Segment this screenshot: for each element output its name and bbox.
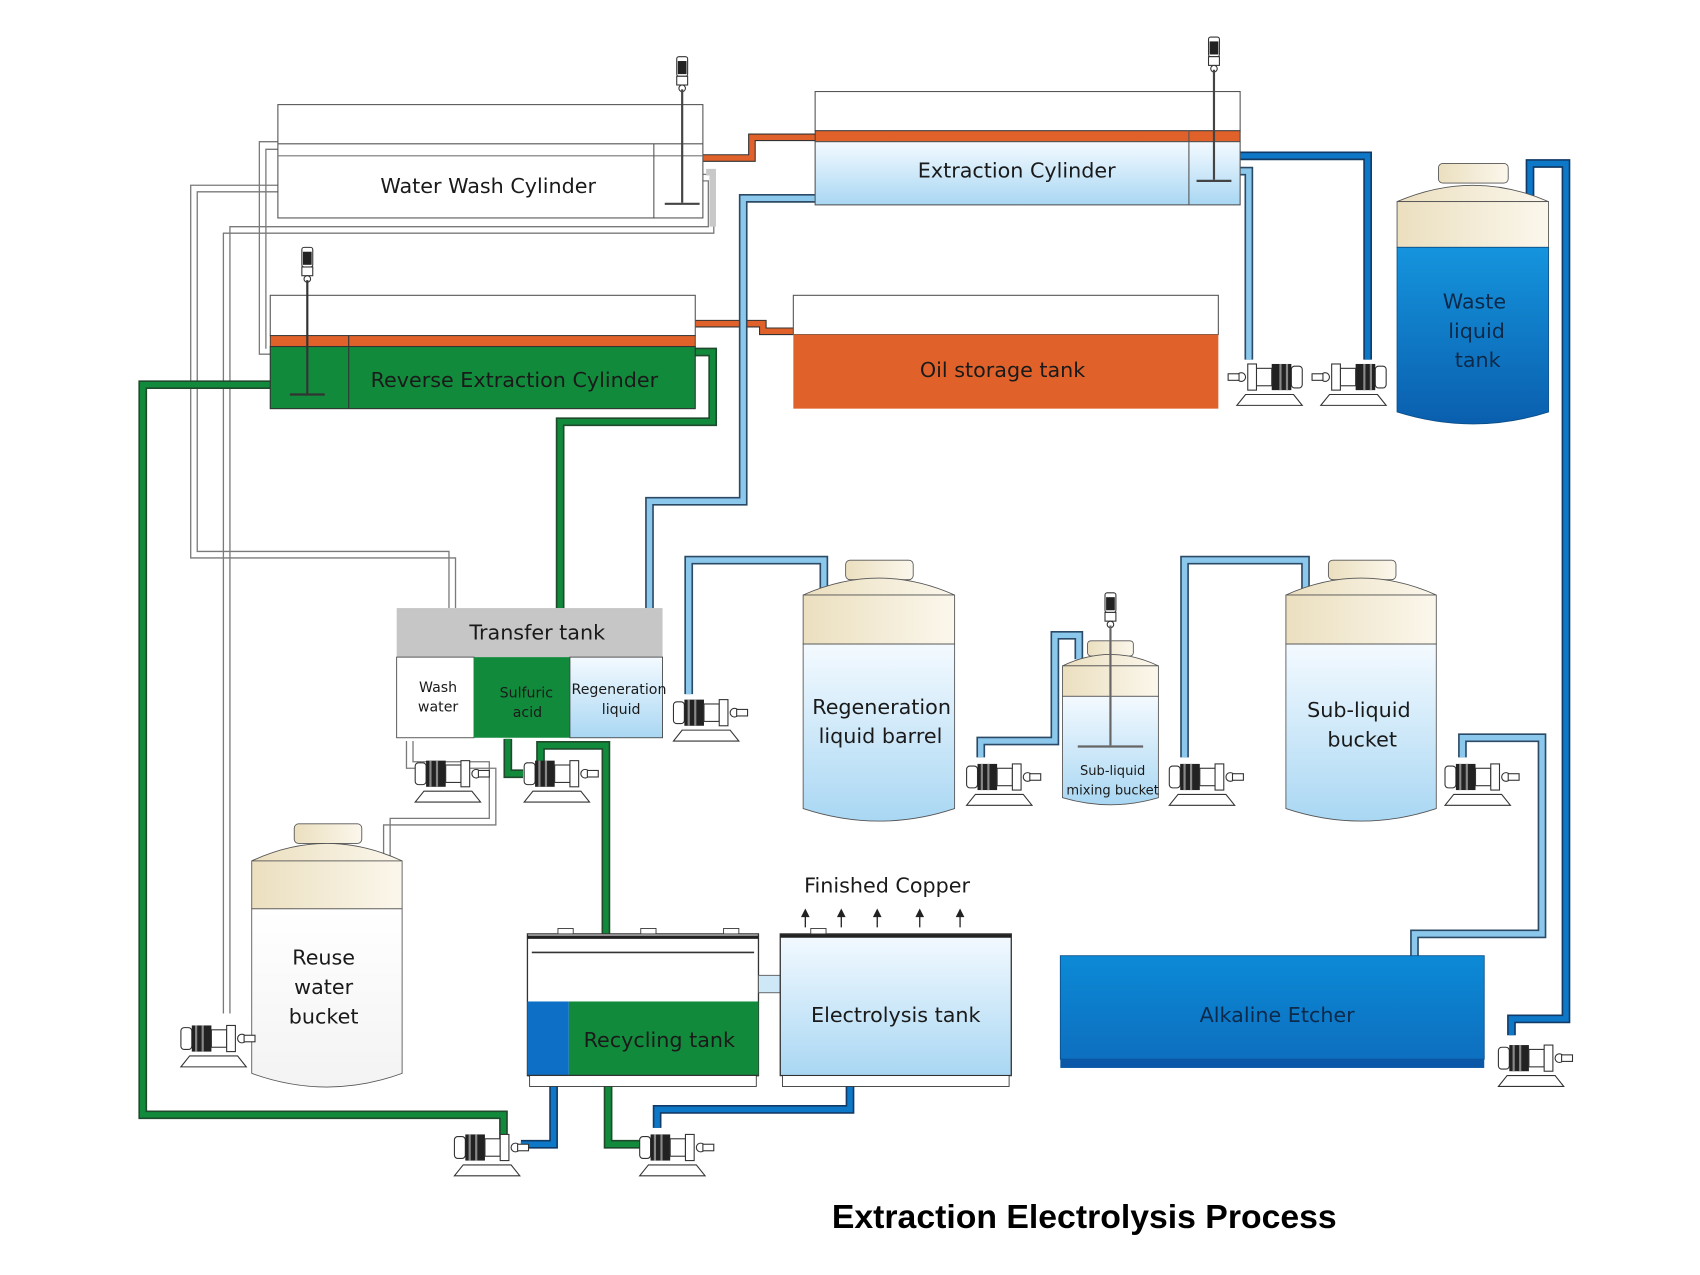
transfer-compartment-wash-water	[396, 656, 475, 739]
water-wash-cylinder[interactable]: Water Wash Cylinder	[277, 56, 704, 219]
wash-water-label-1: Wash	[419, 680, 457, 696]
overflow-connector	[758, 974, 781, 994]
pump-icon	[966, 763, 1042, 806]
agitator-icon	[664, 56, 700, 205]
pump-icon	[1444, 763, 1520, 806]
pipe-wash-overflow	[706, 168, 716, 227]
oil-storage-tank-label: Oil storage tank	[920, 358, 1085, 382]
pump-icon	[672, 699, 749, 742]
pump-icon	[180, 1024, 256, 1068]
regeneration-liquid-label-1: Regeneration	[572, 682, 667, 698]
waste-liquid-tank-label-2: liquid	[1448, 319, 1505, 343]
sulfuric-acid-label-1: Sulfuric	[500, 685, 553, 701]
sub-liquid-bucket-label-1: Sub-liquid	[1307, 698, 1410, 722]
transfer-compartment-sulfuric-acid	[474, 657, 570, 738]
reuse-water-bucket-label-1: Reuse	[292, 945, 355, 969]
transfer-compartment-regeneration	[569, 656, 663, 739]
agitator-icon	[1196, 36, 1232, 182]
reuse-water-bucket-label-2: water	[294, 975, 353, 999]
agitator-icon	[1077, 592, 1144, 748]
pump-icon	[1168, 763, 1244, 806]
reuse-water-bucket[interactable]: Reuse water bucket	[251, 823, 403, 1088]
oil-storage-tank[interactable]: Oil storage tank	[792, 294, 1219, 409]
reverse-extraction-cylinder[interactable]: Reverse Extraction Cylinder	[269, 246, 696, 410]
waste-liquid-tank[interactable]: Waste liquid tank	[1396, 163, 1549, 425]
sub-liquid-mixing-bucket-label-2: mixing bucket	[1066, 783, 1158, 798]
waste-liquid-tank-label-3: tank	[1455, 348, 1501, 372]
alkaline-etcher[interactable]: Alkaline Etcher	[1059, 955, 1485, 1068]
pump-icon	[523, 760, 599, 803]
transfer-tank-label: Transfer tank	[468, 621, 605, 645]
waste-liquid-tank-label-1: Waste	[1443, 289, 1506, 313]
finished-copper-label: Finished Copper	[804, 874, 970, 898]
sub-liquid-mixing-bucket-label-1: Sub-liquid	[1080, 764, 1145, 779]
pipes-regeneration	[645, 166, 1547, 956]
pump-icon	[639, 1133, 715, 1177]
alkaline-etcher-label: Alkaline Etcher	[1200, 1003, 1355, 1027]
pipes-etchant	[520, 151, 1571, 1149]
electrolysis-tank-label: Electrolysis tank	[811, 1003, 981, 1027]
regeneration-liquid-barrel[interactable]: Regeneration liquid barrel	[802, 559, 956, 822]
sub-liquid-bucket-label-2: bucket	[1327, 727, 1397, 751]
sub-liquid-mixing-bucket[interactable]: Sub-liquid mixing bucket	[1062, 592, 1159, 806]
regeneration-liquid-barrel-label-2: liquid barrel	[819, 724, 943, 748]
transfer-tank[interactable]: Transfer tank Wash water Sulfuric acid R…	[396, 608, 667, 739]
water-wash-cylinder-label: Water Wash Cylinder	[380, 174, 596, 198]
pipes-organic	[695, 133, 816, 336]
pump-icon	[1312, 364, 1386, 405]
pump-icon	[414, 760, 490, 803]
recycling-tank[interactable]: Recycling tank	[526, 928, 760, 1087]
sulfuric-acid-label-2: acid	[513, 705, 542, 721]
recycling-tank-label: Recycling tank	[584, 1028, 735, 1052]
extraction-cylinder[interactable]: Extraction Cylinder	[814, 36, 1241, 206]
pump-icon	[1228, 364, 1302, 405]
sub-liquid-bucket[interactable]: Sub-liquid bucket	[1285, 559, 1437, 822]
pipes-acid	[138, 347, 718, 1149]
wash-water-label-2: water	[418, 700, 459, 716]
copper-output-arrows	[800, 908, 965, 928]
diagram-title: Extraction Electrolysis Process	[832, 1198, 1337, 1236]
reverse-extraction-cylinder-label: Reverse Extraction Cylinder	[371, 368, 659, 392]
reuse-water-bucket-label-3: bucket	[289, 1004, 359, 1028]
regeneration-liquid-barrel-label-1: Regeneration	[812, 695, 951, 719]
pump-icon	[1497, 1044, 1574, 1088]
extraction-cylinder-label: Extraction Cylinder	[918, 159, 1116, 183]
electrolysis-tank[interactable]: Electrolysis tank	[779, 928, 1012, 1087]
regeneration-liquid-label-2: liquid	[602, 702, 641, 718]
agitator-icon	[289, 246, 325, 396]
pump-icon	[453, 1133, 530, 1177]
